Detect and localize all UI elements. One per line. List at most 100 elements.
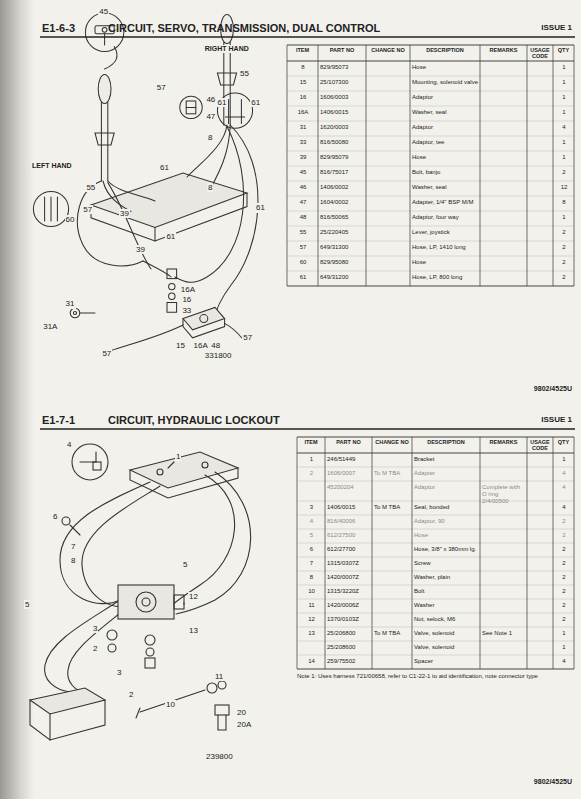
rule-line [553,437,554,669]
rule-line [287,256,574,257]
callout-number: 12 [188,592,199,601]
callout-number: 8 [70,556,76,565]
callout-number: 8 [207,133,213,142]
table-cell: 46 [289,184,317,191]
callout-number: 39 [119,209,130,218]
rule-line [527,437,528,669]
illustration-stroke [186,101,196,114]
table-header-cell: CHANGE NO [367,47,409,53]
callout-number: 60 [65,215,76,224]
illustration-stroke [102,27,107,32]
table-cell: 11 [299,602,324,609]
illustration-stroke [57,197,58,221]
callout-number: 31A [42,322,58,331]
table-cell: 55 [289,229,317,236]
table-cell: Hose [412,259,479,266]
callout-number: 20A [236,720,252,729]
table-cell: Bolt, banjo [412,169,479,176]
illustration-stroke [211,125,230,187]
table-cell: 2 [555,274,573,281]
table-cell: 1606/0007 [327,470,371,477]
rule-line [287,226,574,227]
illustration-stroke [207,683,217,693]
illustration-stroke [183,603,184,604]
table-cell: 10 [299,588,324,595]
illustration-stroke [167,303,177,313]
table-note: Note 1: Uses harness 721/00658, refer to… [297,673,574,680]
illustration-stroke [93,462,101,470]
table-cell: Adaptor, tee [412,139,479,146]
table-cell: Adapter, 1/4" BSP M/M [412,199,479,206]
illustration-stroke [101,103,102,181]
illustration-stroke [225,116,244,117]
table-cell: 2 [555,244,573,251]
part-heading: RIGHT HAND [204,45,250,53]
table-cell: 1315/0307Z [327,560,371,567]
rule-line [287,286,574,287]
table-cell: Adaptor [412,94,479,101]
table-cell: 25/208600 [327,644,371,651]
illustration-stroke [172,475,235,605]
table-cell: 259/75502 [327,658,371,665]
rule-line [287,136,574,137]
table-cell: 25/107300 [320,79,365,86]
rule-line [297,627,574,628]
rule-line [574,45,575,286]
table-cell: Hose, LP, 1410 long [412,244,479,251]
callout-number: 1 [175,452,181,461]
rule-line [297,515,574,516]
table-cell: Bolt [414,588,479,595]
table-cell: See Note 1 [482,630,526,637]
table-cell: 1 [555,94,573,101]
table-cell: 829/95080 [320,259,365,266]
rule-line [297,599,574,600]
table-cell: 1 [555,79,573,86]
rule-line [287,166,574,167]
callout-number: 61 [255,203,266,212]
rule-line [287,241,574,242]
table-cell: 1 [555,456,573,463]
table-header-cell: DESCRIPTION [413,439,479,445]
table-header-cell: CHANGE NO [373,439,411,445]
illustration-stroke [44,197,45,221]
table-cell: Valve, solenoid [414,644,479,651]
table-cell: 1420/0006Z [327,602,371,609]
illustration-stroke [169,283,175,289]
table-cell: 16A [289,109,317,116]
rule-line [287,45,574,46]
illustration-stroke [218,715,226,730]
table-cell: Hose, LP, 800 long [412,274,479,281]
rule-line [318,45,319,286]
illustration-stroke [223,43,224,125]
rule-line [325,437,326,669]
table-cell: Washer, plain [414,574,479,581]
callout-number: 3 [116,668,122,677]
illustration-stroke [103,181,131,211]
rule-line [297,543,574,544]
rule-line [287,61,574,62]
callout-number: 33 [181,306,192,315]
illustration-stroke [95,133,114,145]
table-cell: Adaptor, four way [412,214,479,221]
table-cell: Adaptor [414,484,479,491]
table-cell: Hose [412,154,479,161]
table-cell: 1406/0015 [320,109,365,116]
illustration-stroke [49,714,50,740]
rule-line [297,481,574,482]
callout-number: 61 [165,232,176,241]
table-cell: 1620/0003 [320,124,365,131]
part-heading: LEFT HAND [31,162,73,170]
table-header-cell: USAGE CODE [528,439,552,452]
callout-number: 45 [98,7,109,16]
callout-number: 13 [188,626,199,635]
table-cell: 612/27500 [327,532,371,539]
illustration-stroke [108,181,155,201]
table-cell: Hose [412,64,479,71]
table-cell: Seal, bonded [414,504,479,511]
table-cell: Spacer [414,658,479,665]
illustration-stroke [72,444,108,480]
table-cell: 12 [555,184,573,191]
